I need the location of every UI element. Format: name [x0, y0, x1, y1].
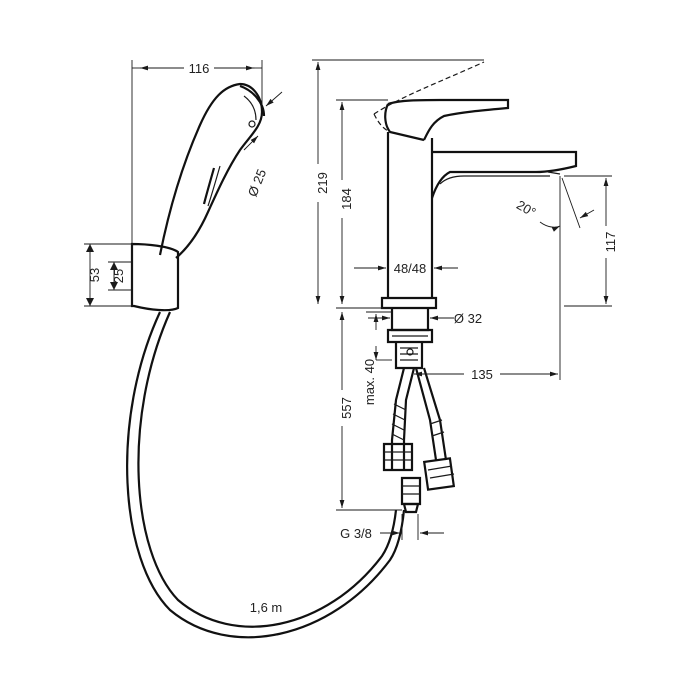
- dim-hose-length-label: 1,6 m: [250, 600, 283, 615]
- dim-g38-label: G 3/8: [340, 526, 372, 541]
- dim-135: 135: [414, 367, 558, 382]
- dim-116-label: 116: [189, 61, 210, 76]
- dim-135-label: 135: [471, 367, 493, 382]
- dim-116: 116: [131, 60, 263, 244]
- dim-219-label: 219: [315, 172, 330, 194]
- dim-max-40: max. 40: [336, 307, 392, 405]
- dim-diameter-32-label: Ø 32: [454, 311, 482, 326]
- shower-hose: [126, 311, 406, 639]
- dim-diameter-25-label: Ø 25: [245, 167, 269, 199]
- dim-53-25: 53 25: [84, 243, 132, 307]
- dim-557-label: 557: [339, 397, 354, 419]
- dim-angle-20: 20°: [514, 176, 595, 380]
- dim-angle-label: 20°: [514, 197, 539, 220]
- dim-117-label: 117: [603, 232, 618, 253]
- dim-48-48: 48/48: [354, 261, 458, 276]
- dim-184: 184: [334, 99, 388, 304]
- hand-shower: [158, 82, 266, 259]
- dim-219: 219: [310, 59, 484, 304]
- dim-hose-length: 1,6 m: [250, 600, 283, 615]
- dim-25-label: 25: [111, 269, 126, 283]
- dim-48-48-label: 48/48: [394, 261, 427, 276]
- dim-117: 117: [564, 175, 618, 307]
- dim-53-label: 53: [87, 268, 102, 282]
- dim-184-label: 184: [339, 188, 354, 210]
- dim-g-3-8: G 3/8: [340, 514, 444, 541]
- dim-557: 557: [334, 312, 402, 511]
- dim-diameter-32: Ø 32: [368, 311, 482, 326]
- supply-hoses: [382, 367, 456, 514]
- shower-holder: [130, 242, 180, 312]
- dim-max-40-label: max. 40: [362, 359, 377, 405]
- faucet-body: [373, 61, 578, 370]
